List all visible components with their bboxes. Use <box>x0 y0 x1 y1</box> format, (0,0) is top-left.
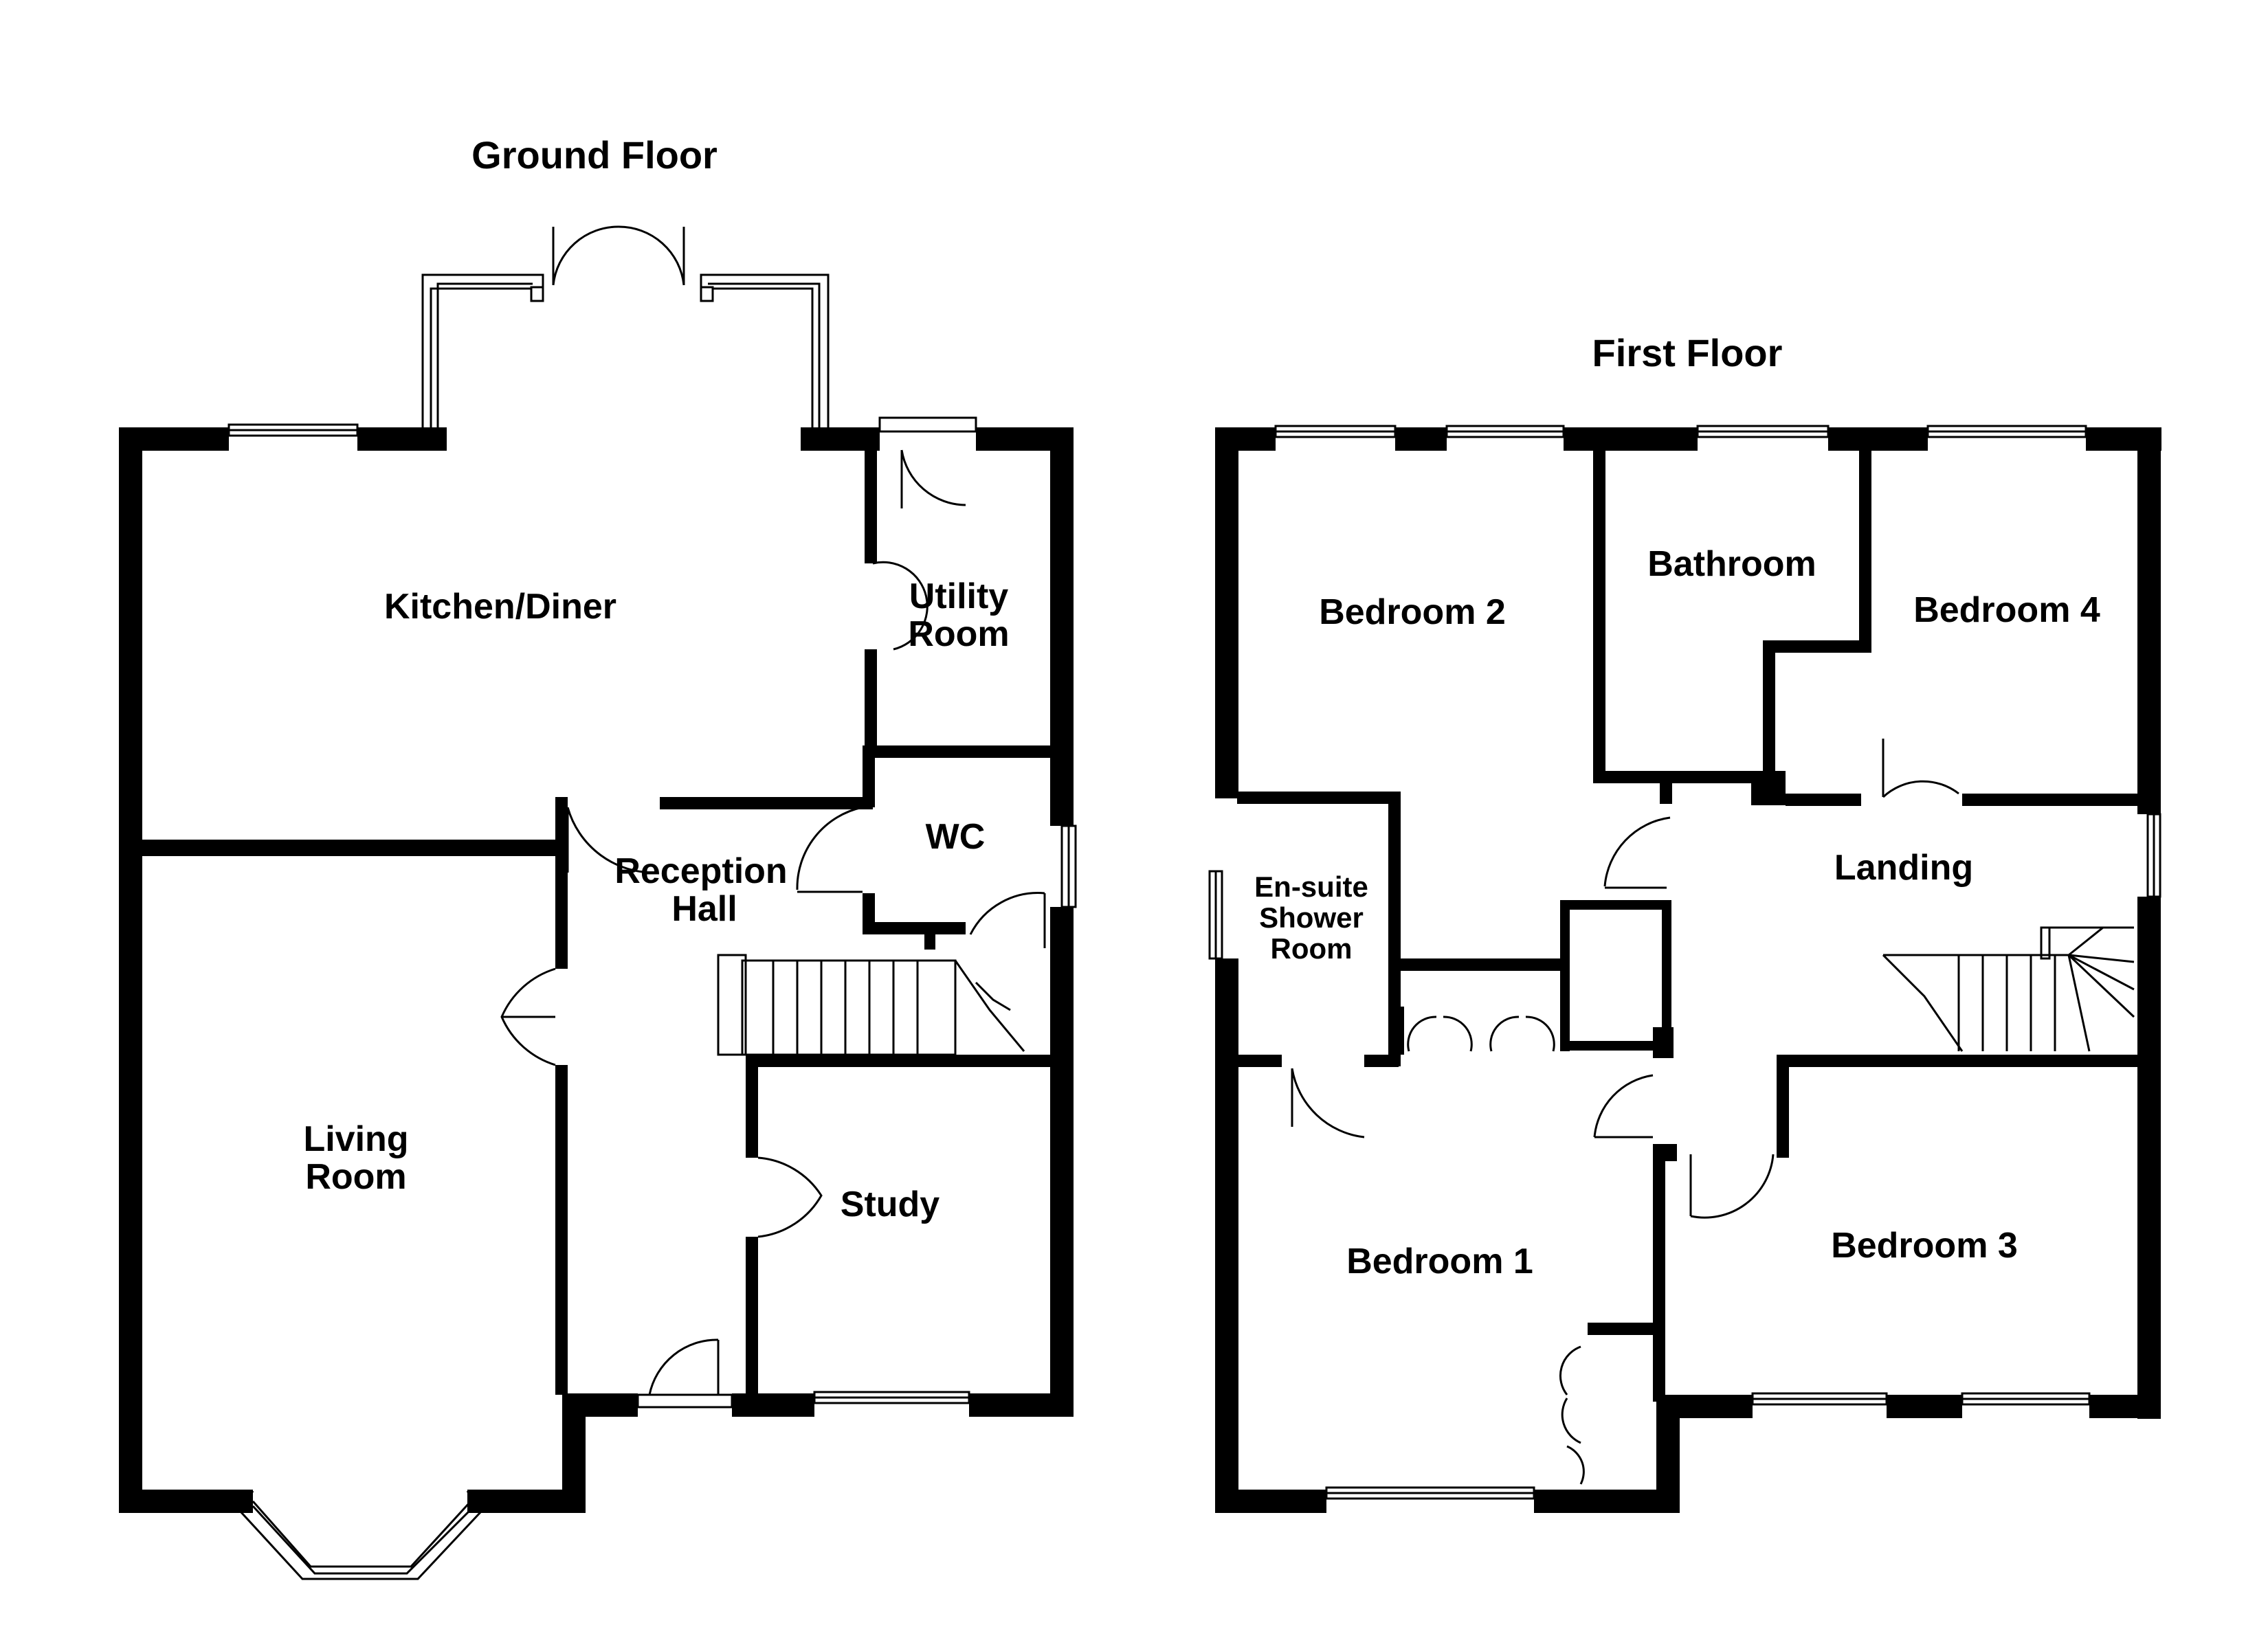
ground-floor-windows <box>227 273 1077 1580</box>
room-label-bedroom-3: Bedroom 3 <box>1831 1226 2018 1266</box>
room-label-ensuite-line3: Room <box>1271 932 1353 965</box>
room-label-wc: WC <box>926 817 986 857</box>
first-floor-walls <box>1215 427 2161 1513</box>
room-label-living-line2: Room <box>305 1157 406 1197</box>
room-label-landing: Landing <box>1834 848 1973 888</box>
room-label-reception-line2: Hall <box>671 889 737 929</box>
ground-floor-title: Ground Floor <box>471 133 718 177</box>
room-label-kitchen-diner: Kitchen/Diner <box>384 587 616 627</box>
first-floor-stairs <box>1882 926 2135 1052</box>
ground-floor-walls <box>119 427 1074 1513</box>
room-label-reception-line1: Reception <box>614 851 787 891</box>
first-floor-room-labels: Bedroom 2 Bathroom Bedroom 4 Landing En-… <box>1254 544 2100 1281</box>
room-label-study: Study <box>841 1185 940 1224</box>
room-label-ensuite-line1: En-suite <box>1254 871 1368 903</box>
room-label-utility-line2: Room <box>908 614 1009 654</box>
first-floor-title: First Floor <box>1592 331 1783 374</box>
room-label-ensuite-line2: Shower <box>1259 901 1364 934</box>
room-label-bedroom-2: Bedroom 2 <box>1319 592 1506 632</box>
ground-floor-plan: Ground Floor <box>119 133 1077 1580</box>
first-floor-doors <box>1291 739 1959 1485</box>
room-label-bathroom: Bathroom <box>1647 544 1816 584</box>
ground-floor-room-labels: Kitchen/Diner Utility Room WC Reception … <box>303 576 1009 1224</box>
room-label-bedroom-1: Bedroom 1 <box>1346 1242 1533 1281</box>
room-label-utility-line1: Utility <box>909 576 1009 616</box>
room-label-bedroom-4: Bedroom 4 <box>1913 590 2100 630</box>
ground-floor-doors <box>500 225 1046 1395</box>
ground-floor-stairs <box>717 954 1025 1056</box>
first-floor-plan: First Floor <box>1208 331 2161 1513</box>
first-floor-windows <box>1208 425 2161 1500</box>
room-label-living-line1: Living <box>303 1119 408 1159</box>
